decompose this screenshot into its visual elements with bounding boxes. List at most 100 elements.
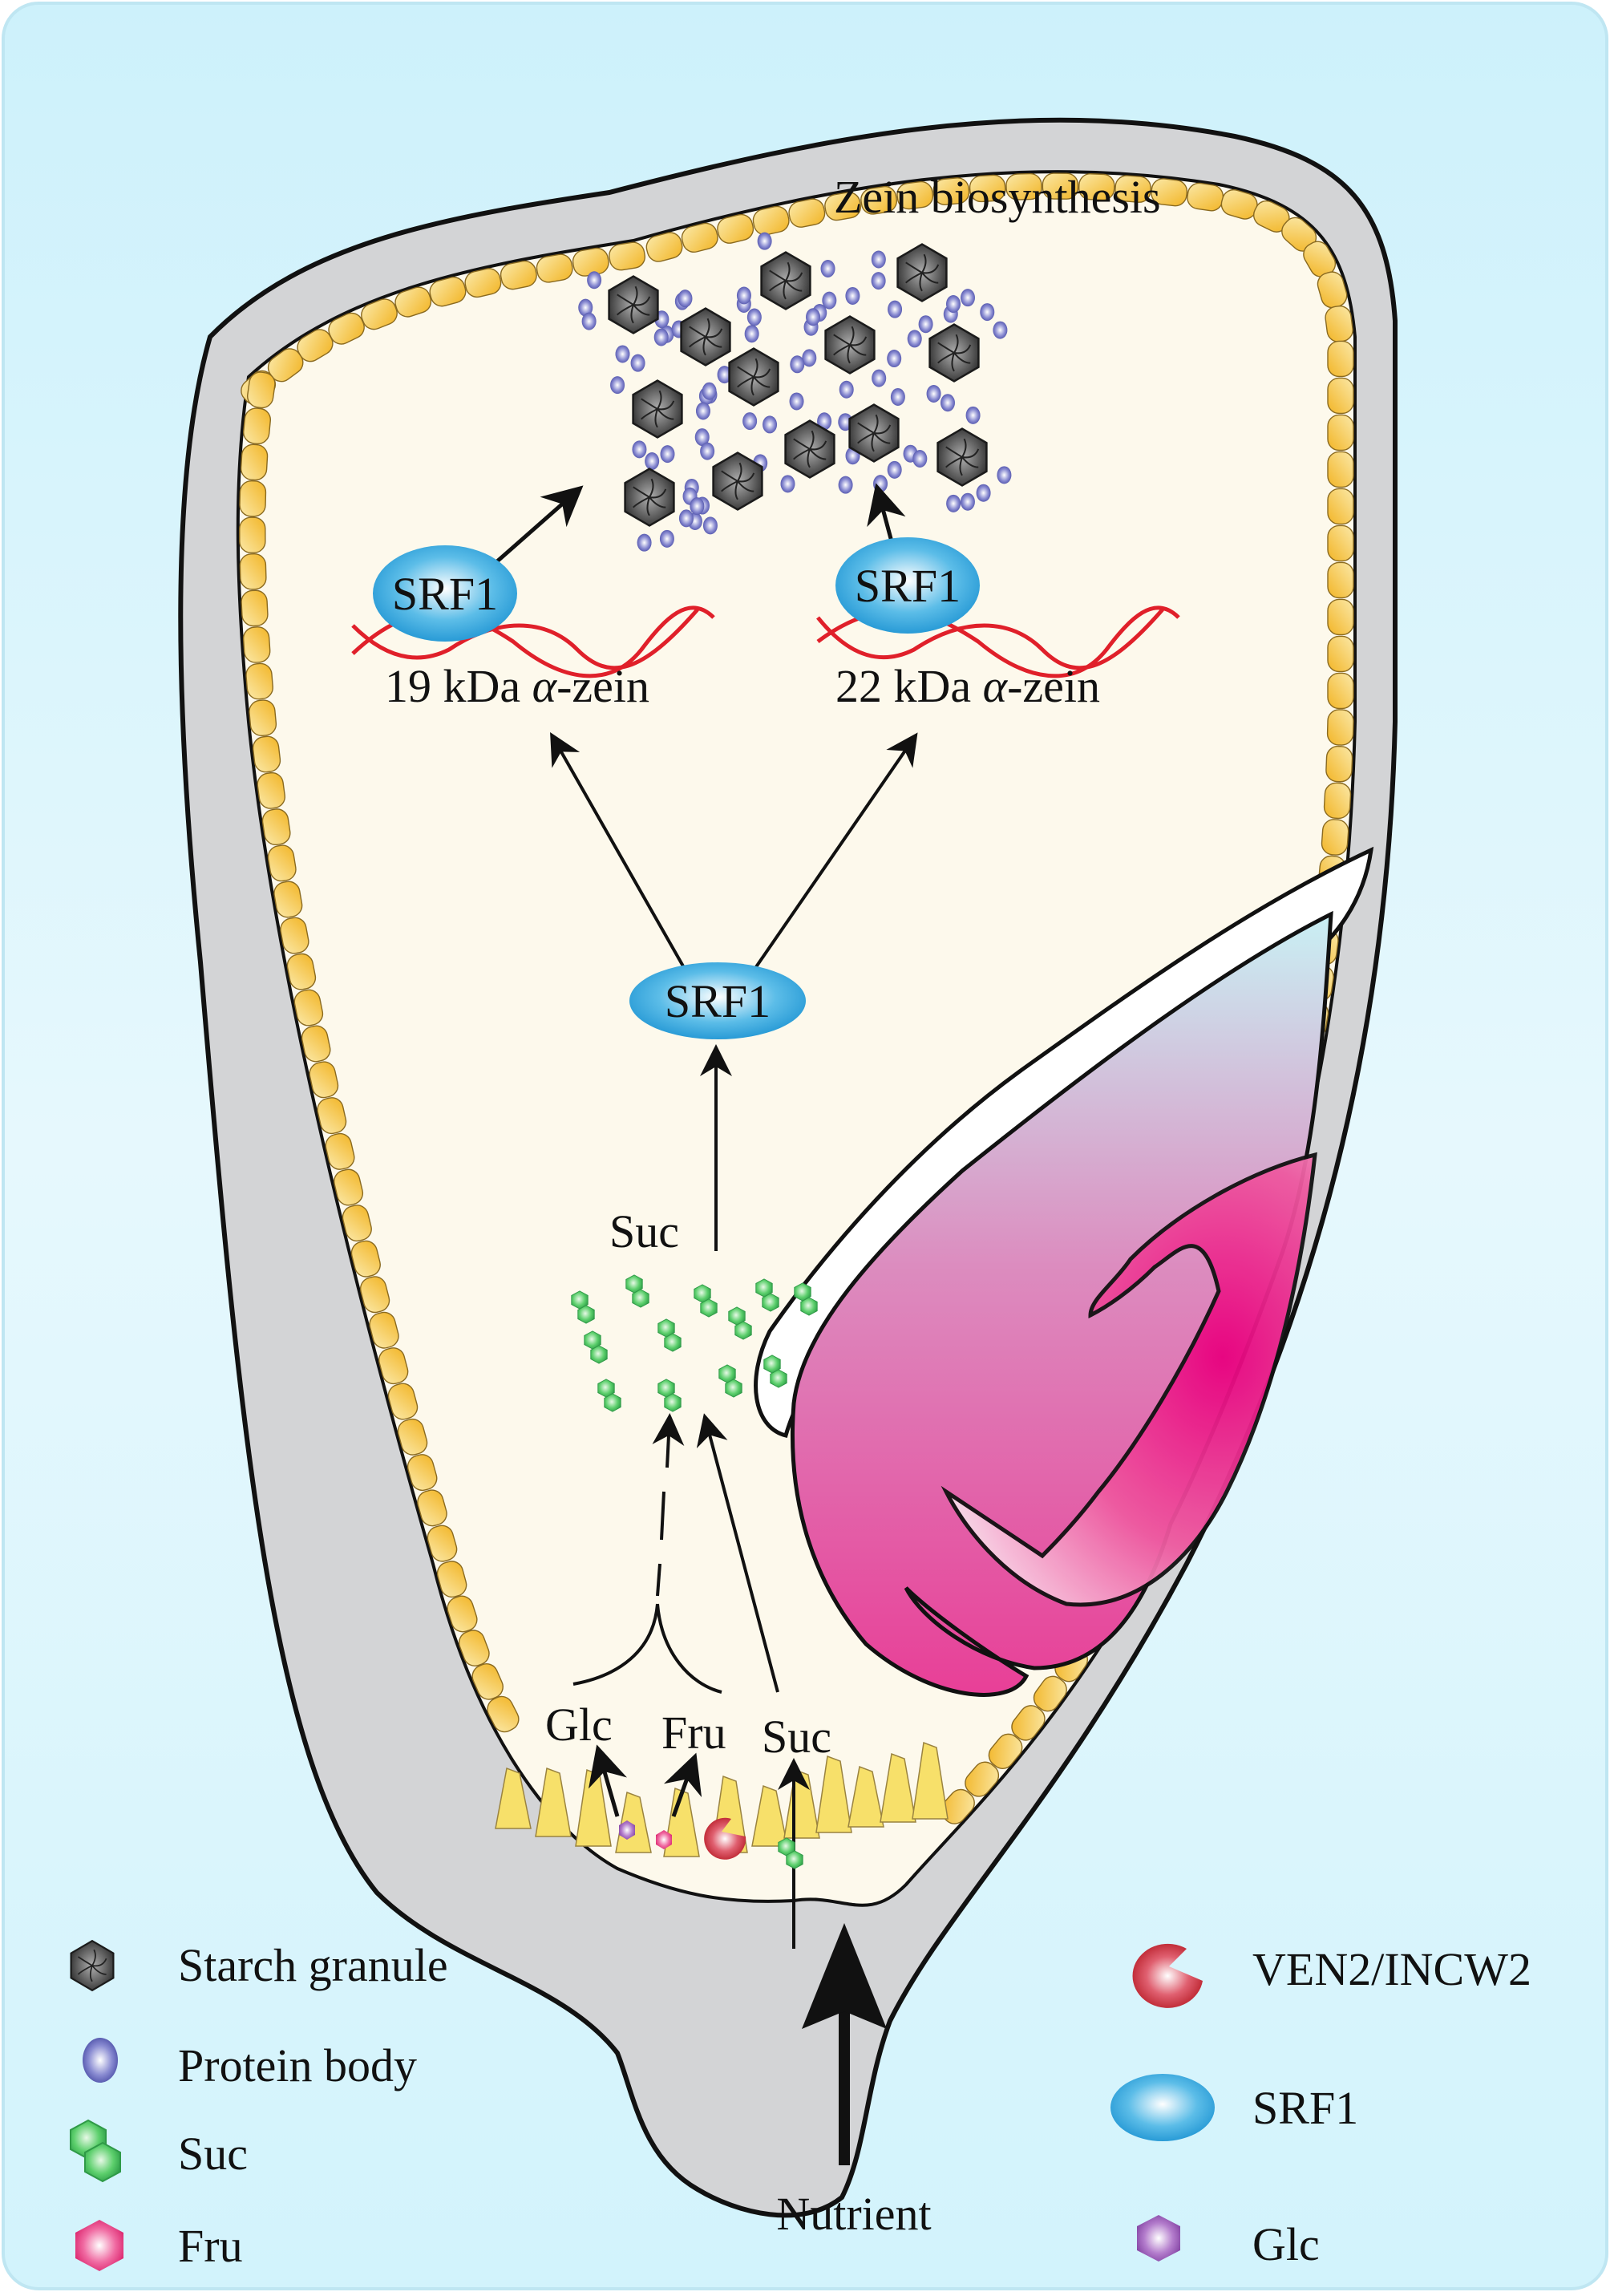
- protein-body: [615, 345, 630, 363]
- aleurone-cell: [309, 1061, 339, 1099]
- svg-text:Fru: Fru: [178, 2220, 243, 2272]
- aleurone-cell: [1326, 709, 1354, 746]
- transfer-cell: [847, 1765, 884, 1828]
- svg-text:Suc: Suc: [178, 2128, 248, 2180]
- transfer-cell: [912, 1741, 949, 1820]
- srf1-bound-22kda: SRF1: [835, 537, 980, 634]
- aleurone-cell: [1327, 672, 1354, 710]
- protein-body: [694, 428, 710, 447]
- ven2-incw2-icon: [1132, 1943, 1203, 2008]
- protein-body: [872, 369, 887, 387]
- embryo: [754, 846, 1374, 1697]
- protein-body: [845, 286, 860, 305]
- aleurone-cell: [261, 808, 291, 846]
- aleurone-cell: [609, 241, 645, 271]
- legend-item-srf1: SRF1: [1110, 2074, 1358, 2141]
- aleurone-cell: [717, 213, 754, 244]
- aleurone-cell: [860, 185, 897, 215]
- aleurone-cell: [249, 699, 277, 737]
- protein-body: [945, 295, 961, 314]
- fructose-icon: [75, 2220, 123, 2271]
- protein-body: [965, 406, 981, 424]
- glucose-icon: [1137, 2215, 1180, 2262]
- aleurone-cell: [397, 1418, 428, 1456]
- protein-body: [695, 402, 710, 420]
- betl-ven2-enzyme: [704, 1817, 746, 1860]
- aleurone-cell: [427, 1525, 458, 1562]
- protein-body: [888, 300, 903, 318]
- starch-protein-cluster: [578, 232, 1012, 552]
- aleurone-cell: [247, 371, 276, 409]
- aleurone-cell: [1114, 175, 1151, 203]
- svg-text:SRF1: SRF1: [1252, 2082, 1358, 2134]
- protein-body: [789, 392, 804, 411]
- protein-body: [700, 442, 715, 460]
- protein-body: [980, 303, 995, 322]
- aleurone-cell: [342, 1205, 372, 1242]
- legend-item-suc: Suc: [70, 2120, 248, 2182]
- aleurone-cell: [681, 222, 718, 253]
- arrow-19kda-to-cluster: [496, 485, 584, 563]
- betl-fru-molecule: [656, 1830, 672, 1849]
- protein-body: [839, 380, 854, 399]
- hexose-convergence-arrows: [572, 1413, 779, 1694]
- gene-19kda-label: 19 kDa α-zein: [385, 660, 649, 712]
- protein-body: [817, 412, 832, 431]
- protein-body: [806, 308, 821, 326]
- protein-body: [690, 497, 705, 516]
- aleurone-cell: [1327, 377, 1354, 415]
- protein-body: [653, 328, 669, 346]
- protein-body: [678, 290, 693, 308]
- aleurone-cell: [1042, 172, 1079, 200]
- aleurone-cell: [394, 286, 432, 318]
- protein-body: [838, 476, 853, 494]
- aleurone-cell: [361, 298, 398, 330]
- suc-cluster-label: Suc: [609, 1205, 679, 1257]
- aleurone-cell: [1033, 1675, 1067, 1712]
- protein-body: [993, 321, 1008, 339]
- protein-body: [918, 315, 933, 334]
- legend-item-glc: Glc: [1137, 2215, 1320, 2270]
- legend-item-protein-body: Protein body: [83, 2038, 417, 2092]
- aleurone-cell: [286, 953, 317, 990]
- embryo-axis: [941, 1152, 1317, 1607]
- aleurone-cell: [1327, 598, 1354, 636]
- aleurone-cell: [293, 989, 324, 1027]
- aleurone-cell: [1005, 172, 1042, 200]
- aleurone-cell: [1327, 524, 1354, 562]
- transfer-cell: [751, 1784, 788, 1847]
- protein-body: [926, 385, 941, 403]
- aleurone-cell: [429, 276, 467, 307]
- aleurone-cell: [239, 553, 267, 590]
- protein-body: [790, 355, 805, 374]
- protein-body: [746, 308, 762, 326]
- betl-glc-molecule: [619, 1820, 635, 1840]
- legend-item-starch: Starch granule: [70, 1939, 448, 1991]
- protein-body: [744, 325, 759, 343]
- aleurone-cell: [317, 1097, 347, 1135]
- protein-body: [976, 484, 991, 502]
- aleurone-cell: [988, 1733, 1023, 1769]
- aleurone-cell: [1078, 173, 1115, 201]
- aleurone-cell: [257, 771, 285, 809]
- protein-body: [702, 516, 718, 535]
- aleurone-cell: [242, 626, 271, 663]
- svg-text:SRF1: SRF1: [855, 560, 961, 612]
- protein-body: [940, 394, 955, 412]
- svg-text:Starch granule: Starch granule: [178, 1939, 448, 1991]
- aleurone-cell: [487, 1695, 520, 1733]
- srf1-bound-19kda: SRF1: [373, 545, 517, 642]
- aleurone-cell: [280, 917, 309, 954]
- transfer-cell: [495, 1767, 532, 1829]
- aleurone-cell: [252, 735, 281, 773]
- gene-22kda-label: 22 kDa α-zein: [835, 660, 1100, 712]
- protein-body: [961, 289, 976, 307]
- protein-body: [997, 466, 1012, 484]
- aleurone-cell: [471, 1663, 504, 1700]
- svg-text:SRF1: SRF1: [665, 975, 771, 1027]
- protein-body: [610, 376, 625, 395]
- protein-body: [660, 445, 675, 464]
- aleurone-cell: [301, 1025, 331, 1063]
- transfer-cell: [535, 1767, 572, 1837]
